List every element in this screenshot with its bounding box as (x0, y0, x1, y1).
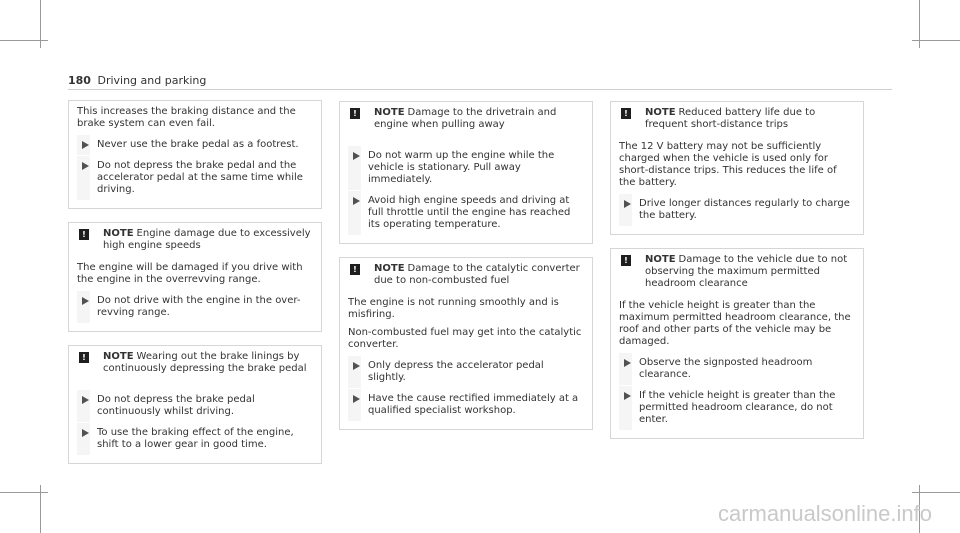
crop-mark (0, 492, 48, 493)
list-item: Do not depress the brake pedal and the a… (77, 156, 313, 200)
crop-mark (919, 0, 920, 48)
note-title: Engine damage due to excessively high en… (103, 228, 311, 251)
warning-icon: ! (79, 229, 89, 240)
list-item: Have the cause rectified immediately at … (348, 389, 584, 421)
watermark: carmanualsonline.info (717, 501, 932, 526)
note-title: Damage to the catalytic converter due to… (374, 263, 580, 286)
note-title: Damage to the drivetrain and engine when… (374, 107, 557, 130)
warning-icon: ! (621, 255, 631, 266)
note-label: NOTE (103, 351, 134, 362)
section-title: Driving and parking (97, 74, 207, 87)
note-label: NOTE (103, 228, 134, 239)
list-item: Only depress the accelerator pedal sligh… (348, 356, 584, 388)
list-item: Drive longer distances regularly to char… (619, 194, 855, 226)
crop-mark (912, 40, 960, 41)
column-1: This increases the braking distance and … (68, 100, 322, 464)
note-title: Wearing out the brake linings by continu… (103, 351, 307, 374)
warning-icon: ! (350, 264, 360, 275)
warning-icon: ! (350, 108, 360, 119)
note-label: NOTE (645, 254, 676, 265)
list-item: Do not warm up the engine while the vehi… (348, 146, 584, 190)
note-title: Reduced battery life due to frequent sho… (645, 107, 816, 130)
list-item: To use the braking effect of the engine,… (77, 423, 313, 455)
crop-mark (40, 485, 41, 533)
note-label: NOTE (374, 263, 405, 274)
crop-mark (40, 0, 41, 48)
note-text: The engine will be damaged if you drive … (77, 262, 303, 285)
crop-mark (912, 492, 960, 493)
text-block: This increases the braking distance and … (68, 100, 322, 209)
note-text: Non-combusted fuel may get into the cata… (348, 327, 582, 350)
list-item: Avoid high engine speeds and driving at … (348, 191, 584, 235)
warning-icon: ! (621, 108, 631, 119)
note-text: The 12 V battery may not be sufficiently… (619, 141, 837, 188)
note-title: Damage to the vehicle due to not observi… (645, 254, 848, 289)
list-item: Observe the signposted headroom clearanc… (619, 353, 855, 385)
crop-mark (0, 40, 48, 41)
crop-mark (919, 485, 920, 533)
list-item: If the vehicle height is greater than th… (619, 386, 855, 430)
note-label: NOTE (645, 107, 676, 118)
intro-text: This increases the braking distance and … (77, 106, 296, 129)
note-text: If the vehicle height is greater than th… (619, 300, 851, 347)
page-number: 180 (68, 74, 91, 87)
list-item: Never use the brake pedal as a footrest. (77, 135, 313, 155)
note-label: NOTE (374, 107, 405, 118)
page-header: 180 Driving and parking (68, 74, 206, 87)
warning-icon: ! (79, 352, 89, 363)
list-item: Do not drive with the engine in the over… (77, 291, 313, 323)
header-rule (68, 89, 892, 90)
note-text: The engine is not running smoothly and i… (348, 297, 559, 320)
list-item: Do not depress the brake pedal continuou… (77, 390, 313, 422)
